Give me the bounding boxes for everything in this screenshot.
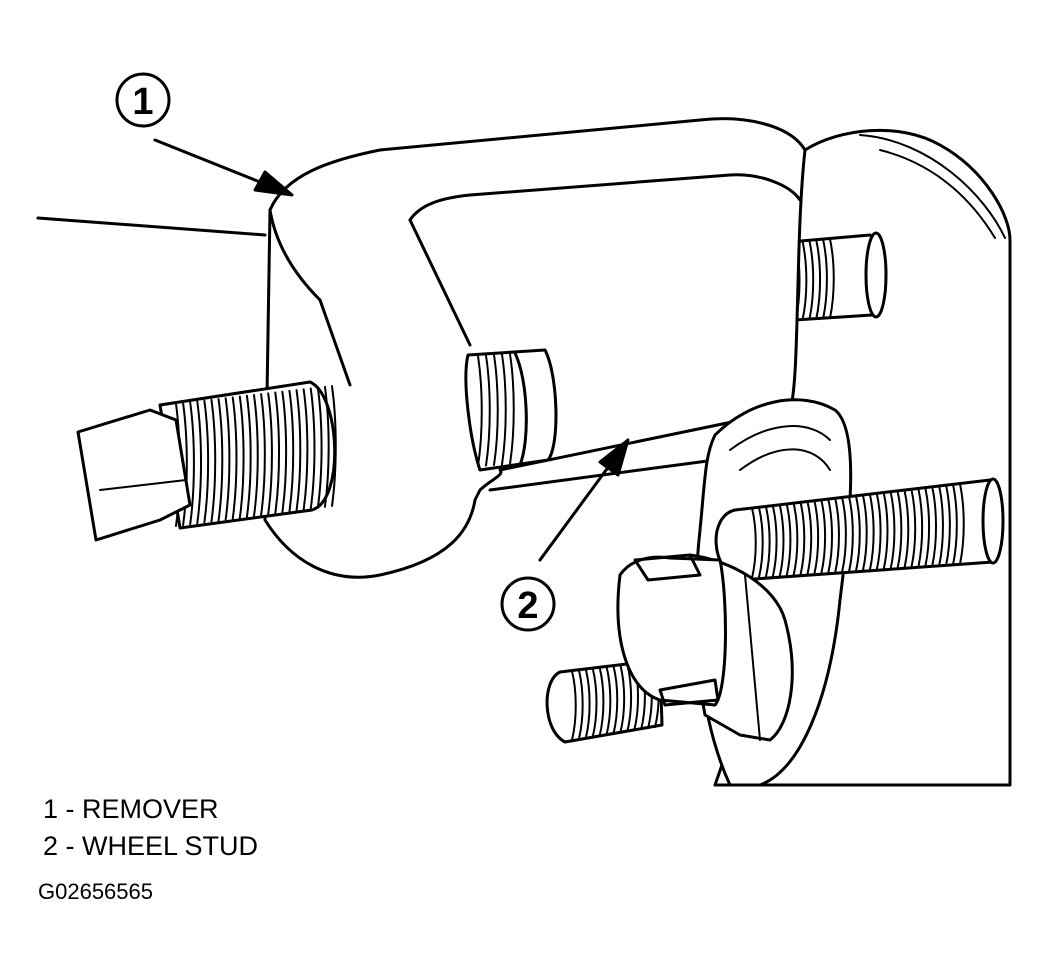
thread-ridge [189,401,195,526]
thread-ridge [196,400,203,525]
thread-ridge [829,238,835,319]
right-wheel-stud [714,477,1005,582]
thread-ridge [959,483,965,565]
thread-ridge [302,388,309,511]
thread-ridge [295,389,302,512]
thread-ridge [757,506,764,579]
thread-ridge [815,239,822,320]
thread-ridge [281,390,288,514]
thread-ridge [493,354,499,466]
thread-ridge [882,491,889,571]
tool-collar [464,348,558,472]
thread-ridge [591,667,598,738]
figure-id: G02656565 [38,879,153,904]
thread-ridge [605,665,612,736]
thread-ridge [903,489,910,569]
thread-ridge [910,488,917,569]
thread-ridge [868,493,875,572]
callout-2-number: 2 [517,585,538,627]
leader-line-1 [153,138,277,190]
forcing-screw [76,380,337,542]
thread-ridge [584,668,591,739]
thread-ridge [501,353,507,466]
thread-ridge [808,239,815,321]
thread-ridge [210,398,217,523]
thread-ridge [288,389,295,513]
thread-ridge [274,391,281,515]
thread-ridge [945,484,951,566]
arrowhead-2 [598,438,630,477]
thread-ridge [571,670,577,741]
thread-ridge [861,494,868,572]
thread-ridge [938,485,944,567]
thread-ridge [820,499,827,575]
leader-line-2 [538,460,614,562]
thread-ridge [875,492,882,571]
thread-ridge [889,491,896,570]
thread-ridge [785,503,792,577]
thread-ridge [924,487,931,568]
thread-ridge [485,354,491,467]
thread-ridge [931,486,937,567]
thread-ridge [253,394,259,517]
thread-ridge [238,395,245,519]
thread-ridge [612,665,619,735]
thread-ridge [764,505,771,579]
thread-ridge [822,238,828,320]
thread-ridge [855,495,861,572]
wheel-stud-removal-illustration: 1 2 [36,72,1012,787]
thread-ridge [323,385,330,508]
thread-ridge [182,402,188,527]
thread-ridge [896,490,903,570]
thread-ridge [827,498,833,574]
callout-2: 2 [500,438,630,632]
thread-ridge [316,386,323,509]
thread-ridge [598,666,605,737]
callout-1: 1 [115,72,294,197]
thread-ridge [848,495,854,573]
thread-ridge [806,500,813,576]
thread-ridge [952,483,958,566]
thread-ridge [217,398,224,522]
thread-ridge [509,353,515,465]
arrowhead-1 [253,170,294,197]
thread-ridge [801,240,808,321]
thread-ridge [799,501,806,576]
thread-ridge [331,385,337,507]
left-wheel-stud [545,658,664,744]
thread-ridge [619,664,626,734]
thread-ridge [834,497,840,574]
thread-ridge [917,487,924,568]
thread-ridge [245,394,252,518]
thread-ridge [792,502,799,577]
thread-ridge [751,507,757,579]
thread-ridge [267,392,273,516]
lug-nut-with-clip [616,553,794,742]
thread-ridge [577,669,584,740]
thread-ridge [203,399,210,524]
legend-item-remover: 1 - REMOVER [43,794,219,824]
thread-ridge [260,393,266,517]
thread-ridge [771,504,778,578]
thread-ridge [778,503,785,578]
reference-line [36,216,267,237]
thread-ridge [224,397,231,521]
callout-1-number: 1 [132,81,153,123]
legend-item-wheel-stud: 2 - WHEEL STUD [43,831,259,861]
hex-head [76,408,192,542]
thread-ridge [813,499,820,575]
thread-ridge [841,496,847,573]
thread-ridge [309,387,316,510]
thread-ridge [477,355,483,467]
thread-ridge [231,396,238,520]
